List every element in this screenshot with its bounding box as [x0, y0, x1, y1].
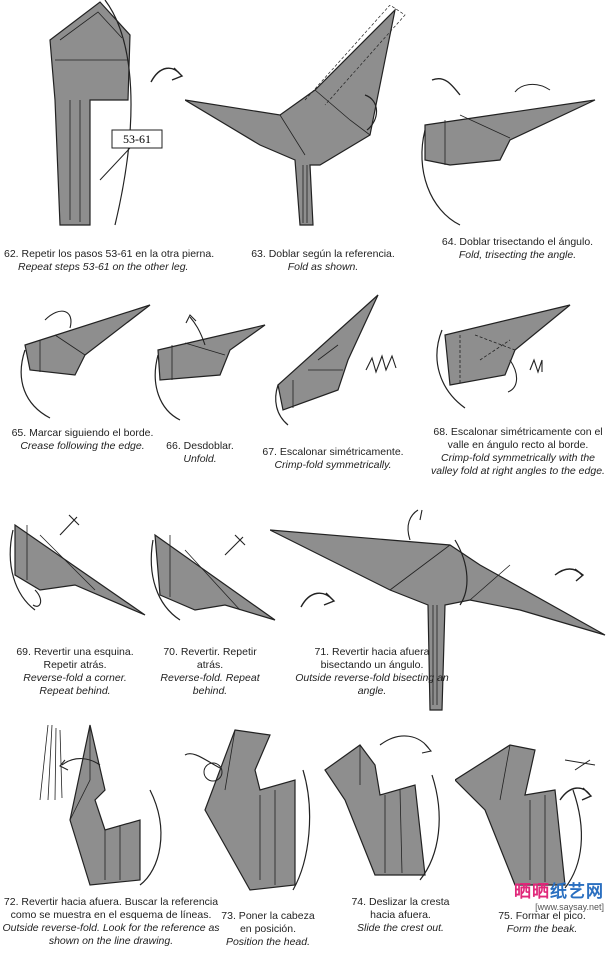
step-74-text-es: 74. Deslizar la cresta hacia afuera. [338, 896, 463, 922]
figure-step-66 [150, 305, 270, 425]
step-68-caption: 68. Escalonar simétricamente con el vall… [428, 426, 608, 478]
step-62-text-en: Repeat steps 53-61 on the other leg. [4, 261, 244, 274]
step-64-caption: 64. Doblar trisectando el ángulo. Fold, … [425, 236, 610, 262]
step-70-caption: 70. Revertir. Repetir atrás. Reverse-fol… [160, 646, 260, 698]
site-watermark: 晒晒纸艺网 [www.saysay.net] [514, 877, 604, 912]
step-66-caption: 66. Desdoblar. Unfold. [150, 440, 250, 466]
arrow-right-icon [148, 60, 188, 90]
step-69-caption: 69. Revertir una esquina. Repetir atrás.… [5, 646, 145, 698]
watermark-url: [www.saysay.net] [514, 902, 604, 912]
step-63-text-es: 63. Doblar según la referencia. [228, 248, 418, 261]
figure-step-65 [15, 300, 155, 420]
step-74-text-en: Slide the crest out. [338, 922, 463, 935]
step-73-caption: 73. Poner la cabeza en posición. Positio… [218, 910, 318, 949]
figure-step-64 [420, 70, 600, 230]
step-72-text-en: Outside reverse-fold. Look for the refer… [0, 922, 222, 948]
step-62-ref-label: 53-61 [123, 132, 151, 146]
step-64-text-en: Fold, trisecting the angle. [425, 249, 610, 262]
step-63-text-en: Fold as shown. [228, 261, 418, 274]
step-74-caption: 74. Deslizar la cresta hacia afuera. Sli… [338, 896, 463, 935]
step-65-text-en: Crease following the edge. [0, 440, 165, 453]
step-71-text-es: 71. Revertir hacia afuera bisectando un … [292, 646, 452, 672]
figure-step-74 [320, 725, 460, 885]
watermark-brand-a: 晒晒 [514, 882, 550, 901]
watermark-brand-b: 纸艺网 [550, 882, 604, 901]
figure-step-62: 53-61 [30, 0, 170, 245]
step-70-text-en: Reverse-fold. Repeat behind. [160, 672, 260, 698]
step-68-text-en: Crimp-fold symmetrically with the valley… [428, 452, 608, 478]
step-73-text-en: Position the head. [218, 936, 318, 949]
step-67-text-es: 67. Escalonar simétricamente. [248, 446, 418, 459]
step-62-text-es: 62. Repetir los pasos 53-61 en la otra p… [4, 248, 244, 261]
step-71-caption: 71. Revertir hacia afuera bisectando un … [292, 646, 452, 698]
step-64-text-es: 64. Doblar trisectando el ángulo. [425, 236, 610, 249]
step-62-caption: 62. Repetir los pasos 53-61 en la otra p… [4, 248, 244, 274]
figure-step-67 [268, 290, 418, 430]
figure-step-75 [455, 730, 605, 890]
step-65-caption: 65. Marcar siguiendo el borde. Crease fo… [0, 427, 165, 453]
step-66-text-en: Unfold. [150, 453, 250, 466]
step-66-text-es: 66. Desdoblar. [150, 440, 250, 453]
step-69-text-en: Reverse-fold a corner. Repeat behind. [5, 672, 145, 698]
step-72-text-es: 72. Revertir hacia afuera. Buscar la ref… [0, 896, 222, 922]
figure-step-72 [20, 720, 170, 890]
step-75-caption: 75. Formar el pico. Form the beak. [482, 910, 602, 936]
step-63-caption: 63. Doblar según la referencia. Fold as … [228, 248, 418, 274]
step-65-text-es: 65. Marcar siguiendo el borde. [0, 427, 165, 440]
step-71-text-en: Outside reverse-fold bisecting an angle. [292, 672, 452, 698]
step-72-caption: 72. Revertir hacia afuera. Buscar la ref… [0, 896, 222, 948]
step-70-text-es: 70. Revertir. Repetir atrás. [160, 646, 260, 672]
figure-step-68 [430, 300, 590, 420]
figure-step-70 [145, 515, 280, 625]
figure-step-69 [5, 505, 150, 625]
step-73-text-es: 73. Poner la cabeza en posición. [218, 910, 318, 936]
step-68-text-es: 68. Escalonar simétricamente con el vall… [428, 426, 608, 452]
step-75-text-en: Form the beak. [482, 923, 602, 936]
figure-step-73 [175, 720, 315, 895]
step-67-caption: 67. Escalonar simétricamente. Crimp-fold… [248, 446, 418, 472]
figure-step-63 [185, 5, 415, 235]
step-67-text-en: Crimp-fold symmetrically. [248, 459, 418, 472]
step-69-text-es: 69. Revertir una esquina. Repetir atrás. [5, 646, 145, 672]
